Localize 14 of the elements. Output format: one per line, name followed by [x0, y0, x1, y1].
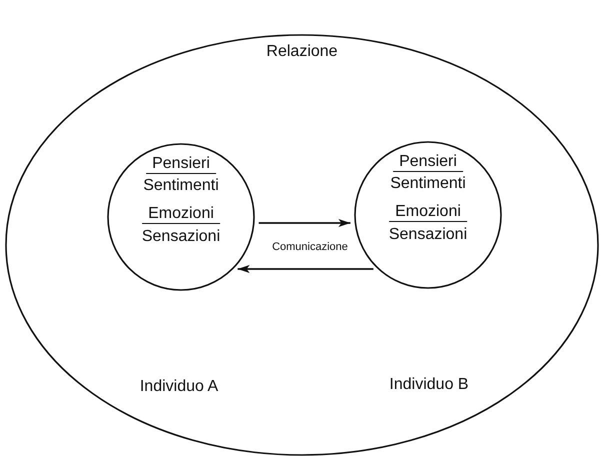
denominator-text: Sensazioni	[142, 227, 220, 246]
denominator-text: Sentimenti	[390, 174, 466, 193]
numerator-text: Pensieri	[393, 152, 463, 172]
numerator-text: Pensieri	[146, 154, 216, 174]
arrow	[258, 219, 350, 227]
numerator-text: Emozioni	[389, 202, 467, 222]
communication-label: Comunicazione	[272, 240, 348, 254]
denominator-text: Sensazioni	[388, 225, 468, 244]
denominator-text: Sentimenti	[143, 176, 219, 195]
individual-label: Individuo A	[140, 377, 218, 396]
numerator-text: Emozioni	[142, 204, 220, 224]
individual-label: Individuo B	[389, 375, 469, 394]
ellipse-title: Relazione	[266, 42, 338, 61]
arrow	[238, 265, 374, 273]
